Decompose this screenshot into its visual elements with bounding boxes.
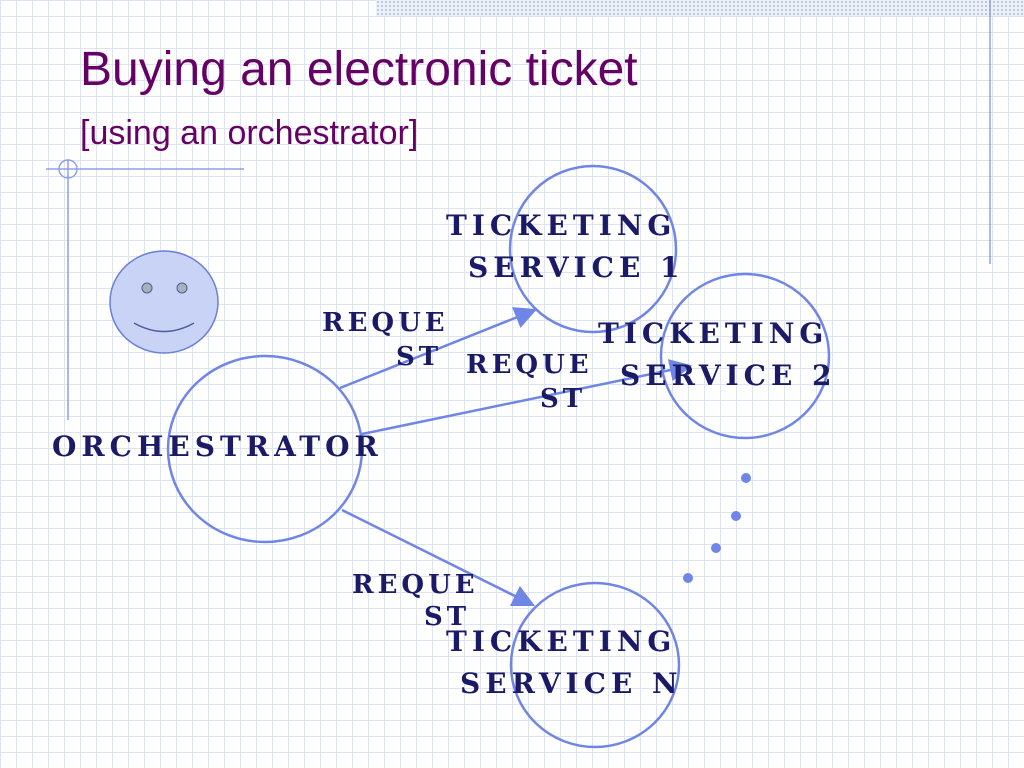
request-label-2-line2: st [540, 384, 587, 414]
ticketing-service-n-node [509, 581, 681, 749]
ticketing-service-n-label-line1: Ticketing [446, 625, 677, 658]
smiley-face-icon [109, 250, 219, 354]
ticketing-service-1-label-line2: service 1 [468, 251, 685, 284]
request-label-n-line1: Reque [352, 570, 479, 600]
ticketing-service-2-node [659, 272, 831, 440]
request-arrow-service-2 [361, 359, 693, 436]
header-pattern-band [376, 0, 1024, 16]
ticketing-service-n-label-line2: service n [460, 667, 683, 700]
ticketing-service-2-label-line1: Ticketing [598, 317, 829, 350]
ticketing-service-1-node [508, 164, 678, 334]
slide-subtitle: [using an orchestrator] [80, 114, 419, 152]
slide-title: Buying an electronic ticket [80, 43, 638, 96]
request-label-1-line2: st [396, 342, 443, 372]
request-arrow-service-n [341, 508, 536, 607]
orchestrator-node [166, 354, 364, 544]
request-arrow-service-1 [339, 307, 538, 390]
request-label-1-line1: Reque [322, 308, 449, 338]
orchestrator-label: Orchestrator [52, 430, 383, 463]
guide-crosshair-icon [58, 159, 78, 179]
request-label-2-line1: Reque [466, 350, 593, 380]
request-label-n-line2: st [424, 602, 471, 632]
ellipsis-dots-icon [683, 473, 751, 583]
ticketing-service-1-label-line1: Ticketing [446, 209, 677, 242]
ticketing-service-2-label-line2: service 2 [620, 359, 837, 392]
